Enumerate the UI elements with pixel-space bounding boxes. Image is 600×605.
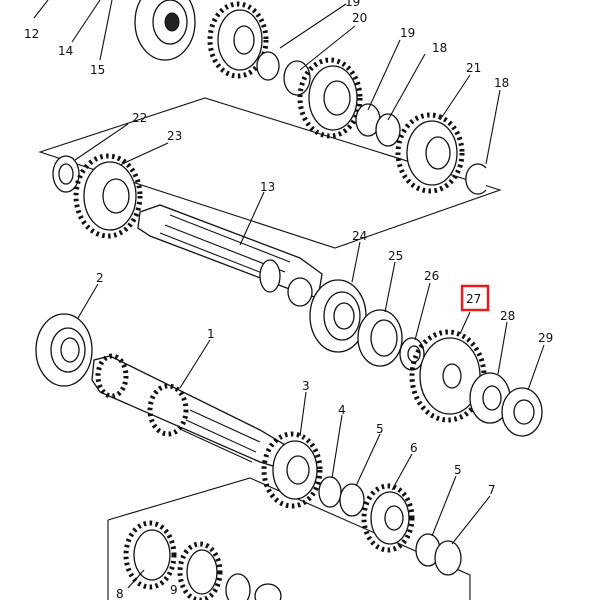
gear-9 [177, 541, 223, 603]
callout-19a: 19 [345, 0, 360, 9]
top-gear-a [134, 0, 196, 61]
bottom-circlip [254, 583, 282, 605]
circlip-7 [434, 540, 462, 576]
gear-3 [261, 431, 323, 509]
bearing-2 [35, 313, 93, 387]
callout-7: 7 [488, 483, 496, 497]
callout-20: 20 [352, 11, 367, 25]
gear-21 [395, 112, 465, 194]
callout-26: 26 [424, 269, 439, 283]
callout-5a: 5 [376, 422, 384, 436]
upper-group-frame [38, 97, 502, 249]
callout-25: 25 [388, 249, 403, 263]
callout-19b: 19 [400, 26, 415, 40]
highlight-box-27 [460, 284, 490, 312]
callout-labels: 12 14 15 19 20 19 18 21 18 22 23 13 24 2… [24, 0, 553, 601]
nut-29 [501, 387, 543, 437]
callout-14: 14 [58, 44, 73, 58]
circlip-5a [339, 483, 365, 517]
circlip-18a [375, 113, 401, 147]
gear-23 [73, 153, 143, 239]
callout-27: 27 [466, 292, 481, 306]
callout-18b: 18 [494, 76, 509, 90]
spacer-26 [399, 337, 425, 371]
callout-4: 4 [338, 403, 346, 417]
callout-28: 28 [500, 309, 515, 323]
callout-8: 8 [116, 587, 124, 600]
gear-20 [297, 57, 363, 139]
top-washer [256, 51, 280, 81]
callout-2: 2 [96, 271, 104, 285]
callout-21: 21 [466, 61, 481, 75]
leader-lines [33, 0, 545, 589]
callout-13: 13 [260, 180, 275, 194]
top-splined-washer [283, 60, 311, 96]
callout-18a: 18 [432, 41, 447, 55]
bearing-24 [309, 279, 367, 353]
circlip-18b [465, 163, 487, 195]
lower-group-frame [107, 477, 471, 600]
callout-3: 3 [302, 379, 310, 393]
washer-4 [318, 476, 342, 508]
callout-6: 6 [410, 441, 418, 455]
callout-29: 29 [538, 331, 553, 345]
callout-1: 1 [207, 327, 215, 341]
seal-25 [357, 309, 403, 367]
callout-12: 12 [24, 27, 39, 41]
gear-8 [123, 520, 177, 590]
top-gear-b [207, 1, 269, 79]
callout-22: 22 [132, 111, 147, 125]
callout-9: 9 [170, 583, 178, 597]
callout-15: 15 [90, 63, 105, 77]
callout-23: 23 [167, 129, 182, 143]
bottom-washer [225, 573, 251, 605]
shaft-13 [137, 204, 323, 307]
gear-6 [361, 483, 415, 553]
callout-5b: 5 [454, 463, 462, 477]
callout-24: 24 [352, 229, 367, 243]
shaft-1 [91, 353, 291, 471]
